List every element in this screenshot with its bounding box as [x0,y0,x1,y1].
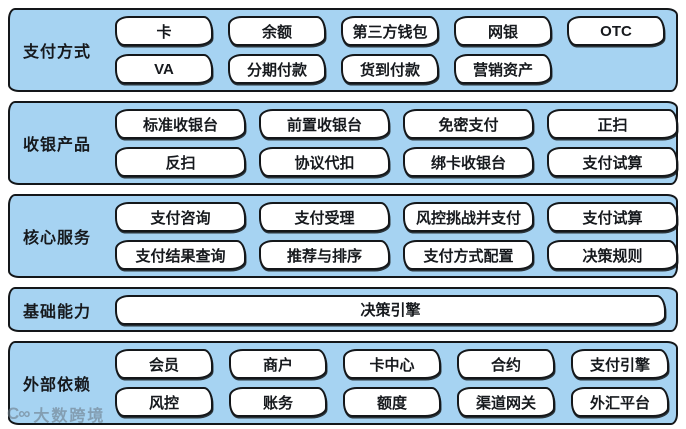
diagram-node: 支付受理 [259,202,390,232]
node-row: VA 分期付款 货到付款 营销资产 [115,54,666,84]
diagram-node: 商户 [229,349,327,379]
diagram-node: 支付试算 [547,202,678,232]
diagram-node: 第三方钱包 [341,16,439,46]
node-row: 风控 账务 额度 渠道网关 外汇平台 [115,387,669,417]
diagram-node: 推荐与排序 [259,240,390,270]
diagram-node: 风控 [115,387,213,417]
diagram-node: 网银 [454,16,552,46]
diagram-node: 账务 [229,387,327,417]
diagram-node: 支付结果查询 [115,240,246,270]
diagram-node: 决策引擎 [115,294,666,325]
diagram-node: 正扫 [547,109,678,139]
diagram-node: 决策规则 [547,240,678,270]
diagram-node: 会员 [115,349,213,379]
node-row: 会员 商户 卡中心 合约 支付引擎 [115,349,669,379]
node-row: 支付结果查询 推荐与排序 支付方式配置 决策规则 [115,240,678,270]
band-external-dependencies: 外部依赖 会员 商户 卡中心 合约 支付引擎 风控 账务 额度 渠道网关 外汇平… [8,341,678,425]
band-label: 支付方式 [23,44,92,61]
diagram-node: 外汇平台 [571,387,669,417]
diagram-node: 卡中心 [343,349,441,379]
band-checkout-products: 收银产品 标准收银台 前置收银台 免密支付 正扫 反扫 协议代扣 绑卡收银台 支… [8,101,678,185]
diagram-node: 支付咨询 [115,202,246,232]
diagram-node: 前置收银台 [259,109,390,139]
band-core-services: 核心服务 支付咨询 支付受理 风控挑战并支付 支付试算 支付结果查询 推荐与排序… [8,194,678,278]
diagram-node: 合约 [457,349,555,379]
node-row: 支付咨询 支付受理 风控挑战并支付 支付试算 [115,202,678,232]
diagram-node: 支付试算 [547,147,678,177]
node-row: 卡 余额 第三方钱包 网银 OTC [115,16,666,46]
node-row: 标准收银台 前置收银台 免密支付 正扫 [115,109,678,139]
diagram-node: 货到付款 [341,54,439,84]
band-label: 收银产品 [23,137,92,154]
diagram-node: 标准收银台 [115,109,246,139]
diagram-node: 支付方式配置 [403,240,534,270]
diagram-node: 营销资产 [454,54,552,84]
band-label: 外部依赖 [23,377,92,394]
diagram-node: 免密支付 [403,109,534,139]
diagram-node: 反扫 [115,147,246,177]
diagram-node: 渠道网关 [457,387,555,417]
band-label: 核心服务 [23,230,92,247]
diagram-node: 额度 [343,387,441,417]
band-payment-methods: 支付方式 卡 余额 第三方钱包 网银 OTC VA 分期付款 货到付款 营销资产 [8,8,678,92]
node-row: 决策引擎 [115,294,666,325]
diagram-node: 绑卡收银台 [403,147,534,177]
diagram-node: OTC [567,16,665,46]
diagram-node: 分期付款 [228,54,326,84]
node-row: 反扫 协议代扣 绑卡收银台 支付试算 [115,147,678,177]
diagram-node: VA [115,54,213,84]
diagram-node: 协议代扣 [259,147,390,177]
diagram-node: 风控挑战并支付 [403,202,534,232]
diagram-node: 卡 [115,16,213,46]
band-foundation-capabilities: 基础能力 决策引擎 [8,287,678,332]
band-label: 基础能力 [23,303,92,321]
diagram-node: 支付引擎 [571,349,669,379]
diagram-node: 余额 [228,16,326,46]
